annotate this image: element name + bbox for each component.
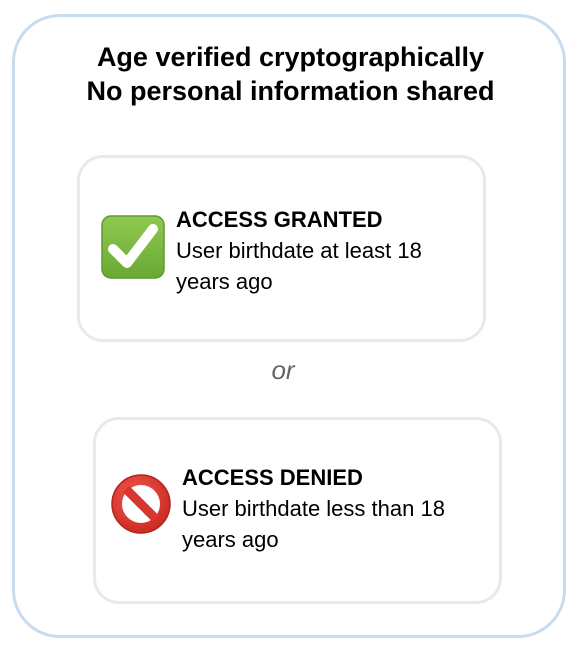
headline: Age verified cryptographically No person… [0,40,581,108]
access-denied-title: ACCESS DENIED [182,465,363,490]
access-granted-title: ACCESS GRANTED [176,207,383,232]
prohibited-icon [111,474,171,534]
headline-line-2: No personal information shared [86,76,495,106]
check-mark-button-icon [101,215,165,279]
access-granted-description: User birthdate at least 18 years ago [176,238,422,294]
or-separator: or [271,355,295,385]
access-denied-description: User birthdate less than 18 years ago [182,496,445,552]
headline-line-1: Age verified cryptographically [96,42,485,72]
access-granted-card: ACCESS GRANTED User birthdate at least 1… [77,155,486,342]
access-denied-card: ACCESS DENIED User birthdate less than 1… [93,417,502,604]
